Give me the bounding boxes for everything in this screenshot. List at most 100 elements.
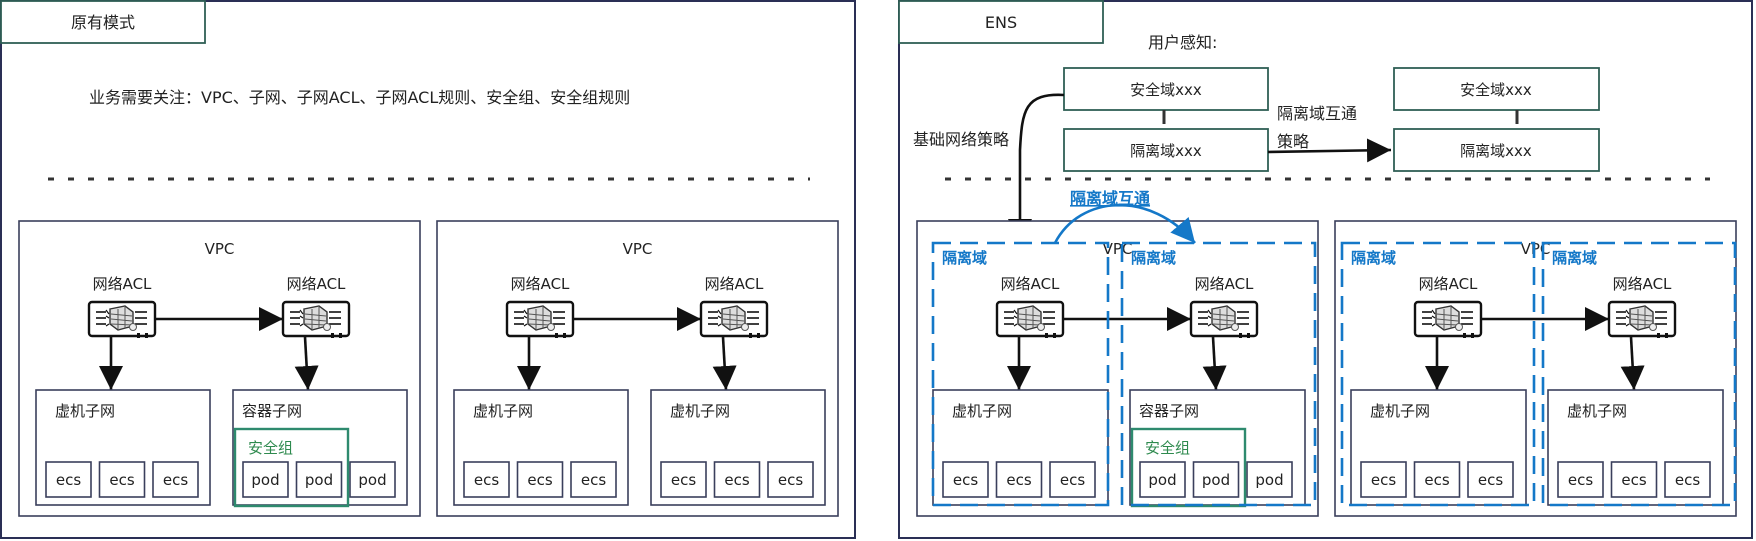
security-domain-box[interactable] — [1393, 67, 1600, 111]
firewall-icon[interactable] — [281, 300, 351, 340]
subnet-label: 虚机子网 — [473, 402, 533, 420]
instance-box[interactable] — [295, 461, 343, 498]
firewall-icon[interactable] — [1413, 300, 1483, 340]
instance-label: ecs — [163, 471, 188, 489]
vpc-label: VPC — [623, 240, 653, 258]
isolation-domain-tag: 隔离域 — [942, 249, 987, 267]
instance-box[interactable] — [1610, 461, 1658, 498]
panel-title: 原有模式 — [71, 13, 135, 32]
isolation-domain-boundary[interactable] — [1340, 241, 1536, 507]
instance-box[interactable] — [1139, 461, 1186, 498]
instance-label: pod — [305, 471, 333, 489]
instance-label: ecs — [1675, 471, 1700, 489]
acl-label: 网络ACL — [1195, 275, 1254, 293]
instance-label: pod — [1202, 471, 1230, 489]
subnet-label: 虚机子网 — [1370, 402, 1430, 420]
domain-interop-label: 隔离域互通 — [1070, 189, 1150, 208]
security-group-label: 安全组 — [248, 439, 293, 457]
acl-label: 网络ACL — [1001, 275, 1060, 293]
instance-label: ecs — [1621, 471, 1646, 489]
instance-box[interactable] — [45, 461, 92, 498]
instance-label: ecs — [1478, 471, 1503, 489]
acl-label: 网络ACL — [705, 275, 764, 293]
instance-box[interactable] — [1192, 461, 1240, 498]
isolation-domain-label: 隔离域xxx — [1460, 142, 1532, 160]
domain-interop: 隔离域互通 — [1053, 189, 1196, 244]
isolation-domain-box[interactable] — [1063, 128, 1269, 172]
panel-title-box — [898, 0, 1104, 44]
subnet-label: 虚机子网 — [670, 402, 730, 420]
security-domain-label: 安全域xxx — [1130, 81, 1202, 99]
instance-box[interactable] — [1049, 461, 1096, 498]
isolation-domain-boundary[interactable] — [1120, 241, 1317, 507]
instance-label: ecs — [1060, 471, 1085, 489]
instance-box[interactable] — [152, 461, 199, 498]
firewall-icon[interactable] — [1189, 300, 1259, 340]
domain-group: 安全域xxx 隔离域xxx — [1063, 67, 1269, 172]
instance-label: ecs — [1568, 471, 1593, 489]
firewall-icon[interactable] — [505, 300, 575, 340]
instance-label: ecs — [109, 471, 134, 489]
instance-label: ecs — [474, 471, 499, 489]
instance-box[interactable] — [242, 461, 289, 498]
instance-box[interactable] — [660, 461, 707, 498]
instance-box[interactable] — [1360, 461, 1407, 498]
acl-label: 网络ACL — [511, 275, 570, 293]
instance-box[interactable] — [1246, 461, 1293, 498]
isolation-domain-box[interactable] — [1393, 128, 1600, 172]
panel-title: ENS — [985, 13, 1017, 32]
subnet-label: 容器子网 — [1139, 402, 1199, 420]
instance-label: ecs — [1424, 471, 1449, 489]
subnet-label: 虚机子网 — [55, 402, 115, 420]
instance-box[interactable] — [349, 461, 396, 498]
basic-policy-label: 基础网络策略 — [913, 130, 1009, 149]
subnet-label: 虚机子网 — [1567, 402, 1627, 420]
firewall-icon[interactable] — [87, 300, 157, 340]
instance-box[interactable] — [1664, 461, 1711, 498]
instance-box[interactable] — [767, 461, 814, 498]
instance-box[interactable] — [98, 461, 146, 498]
domain-group: 安全域xxx 隔离域xxx — [1393, 67, 1600, 172]
subnet-label: 虚机子网 — [952, 402, 1012, 420]
acl-label: 网络ACL — [1419, 275, 1478, 293]
security-domain-box[interactable] — [1063, 67, 1269, 111]
instance-box[interactable] — [1557, 461, 1604, 498]
firewall-icon[interactable] — [1607, 300, 1677, 340]
instance-box[interactable] — [942, 461, 989, 498]
acl-to-subnet-arrow — [294, 336, 319, 391]
isolation-domain-boundary[interactable] — [931, 241, 1110, 507]
instance-label: ecs — [778, 471, 803, 489]
acl-to-subnet-arrow — [1202, 336, 1227, 391]
domain-policy-label-line2: 策略 — [1277, 132, 1309, 151]
instance-label: pod — [251, 471, 279, 489]
security-group-box[interactable] — [233, 427, 350, 508]
instance-label: ecs — [671, 471, 696, 489]
acl-label: 网络ACL — [1613, 275, 1672, 293]
isolation-domain-boundary[interactable] — [1541, 241, 1737, 507]
panel-title-box — [0, 0, 206, 44]
isolation-domain-tag: 隔离域 — [1552, 249, 1597, 267]
instance-box[interactable] — [713, 461, 761, 498]
instance-box[interactable] — [995, 461, 1043, 498]
instance-box[interactable] — [570, 461, 617, 498]
firewall-icon[interactable] — [995, 300, 1065, 340]
instance-label: ecs — [1006, 471, 1031, 489]
vpc-label: VPC — [205, 240, 235, 258]
basic-policy-arrow — [1008, 93, 1065, 243]
instance-label: ecs — [527, 471, 552, 489]
instance-label: pod — [1255, 471, 1283, 489]
instance-box[interactable] — [516, 461, 564, 498]
instance-box[interactable] — [463, 461, 510, 498]
firewall-icon[interactable] — [699, 300, 769, 340]
instance-box[interactable] — [1467, 461, 1514, 498]
instance-box[interactable] — [1413, 461, 1461, 498]
subnet-label: 容器子网 — [242, 402, 302, 420]
